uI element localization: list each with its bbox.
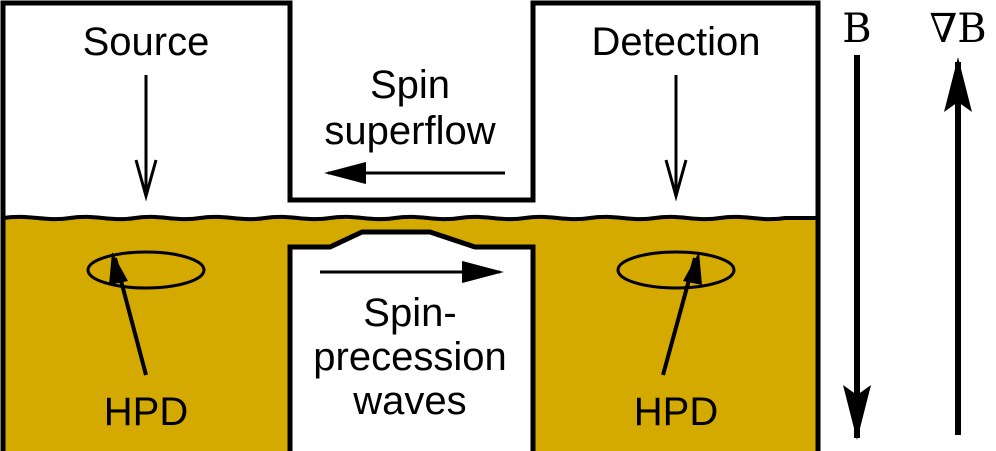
left-hpd-label: HPD	[104, 390, 188, 434]
left-liquid-region	[3, 216, 290, 451]
liquid-surface-line	[2, 214, 818, 222]
left-spin-vector-head	[109, 252, 128, 285]
channel-bottom-block	[287, 229, 536, 451]
detection-label: Detection	[592, 20, 761, 64]
right-precession-ellipse	[616, 250, 736, 290]
spin-superflow-label-line2: superflow	[324, 109, 495, 153]
b-field-arrowhead	[843, 385, 871, 440]
precession-wave-arrowhead	[461, 261, 504, 283]
right-hpd-label: HPD	[634, 390, 718, 434]
detection-arrowhead	[664, 159, 688, 202]
left-precession-ellipse	[86, 250, 206, 290]
grad-b-arrowhead	[944, 57, 972, 112]
source-label: Source	[83, 20, 210, 64]
superflow-arrowhead	[324, 162, 367, 184]
b-field-symbol: B	[842, 6, 871, 52]
source-arrowhead	[134, 159, 158, 202]
spin-precession-label-line1: Spin-	[363, 291, 456, 335]
spin-precession-label-line2: precession	[313, 335, 506, 379]
grad-b-symbol: ∇B	[929, 6, 986, 52]
spin-superflow-label-line1: Spin	[370, 63, 450, 107]
right-spin-vector-head	[683, 252, 702, 285]
spin-precession-label-line3: waves	[352, 379, 466, 423]
container-walls	[0, 0, 821, 451]
